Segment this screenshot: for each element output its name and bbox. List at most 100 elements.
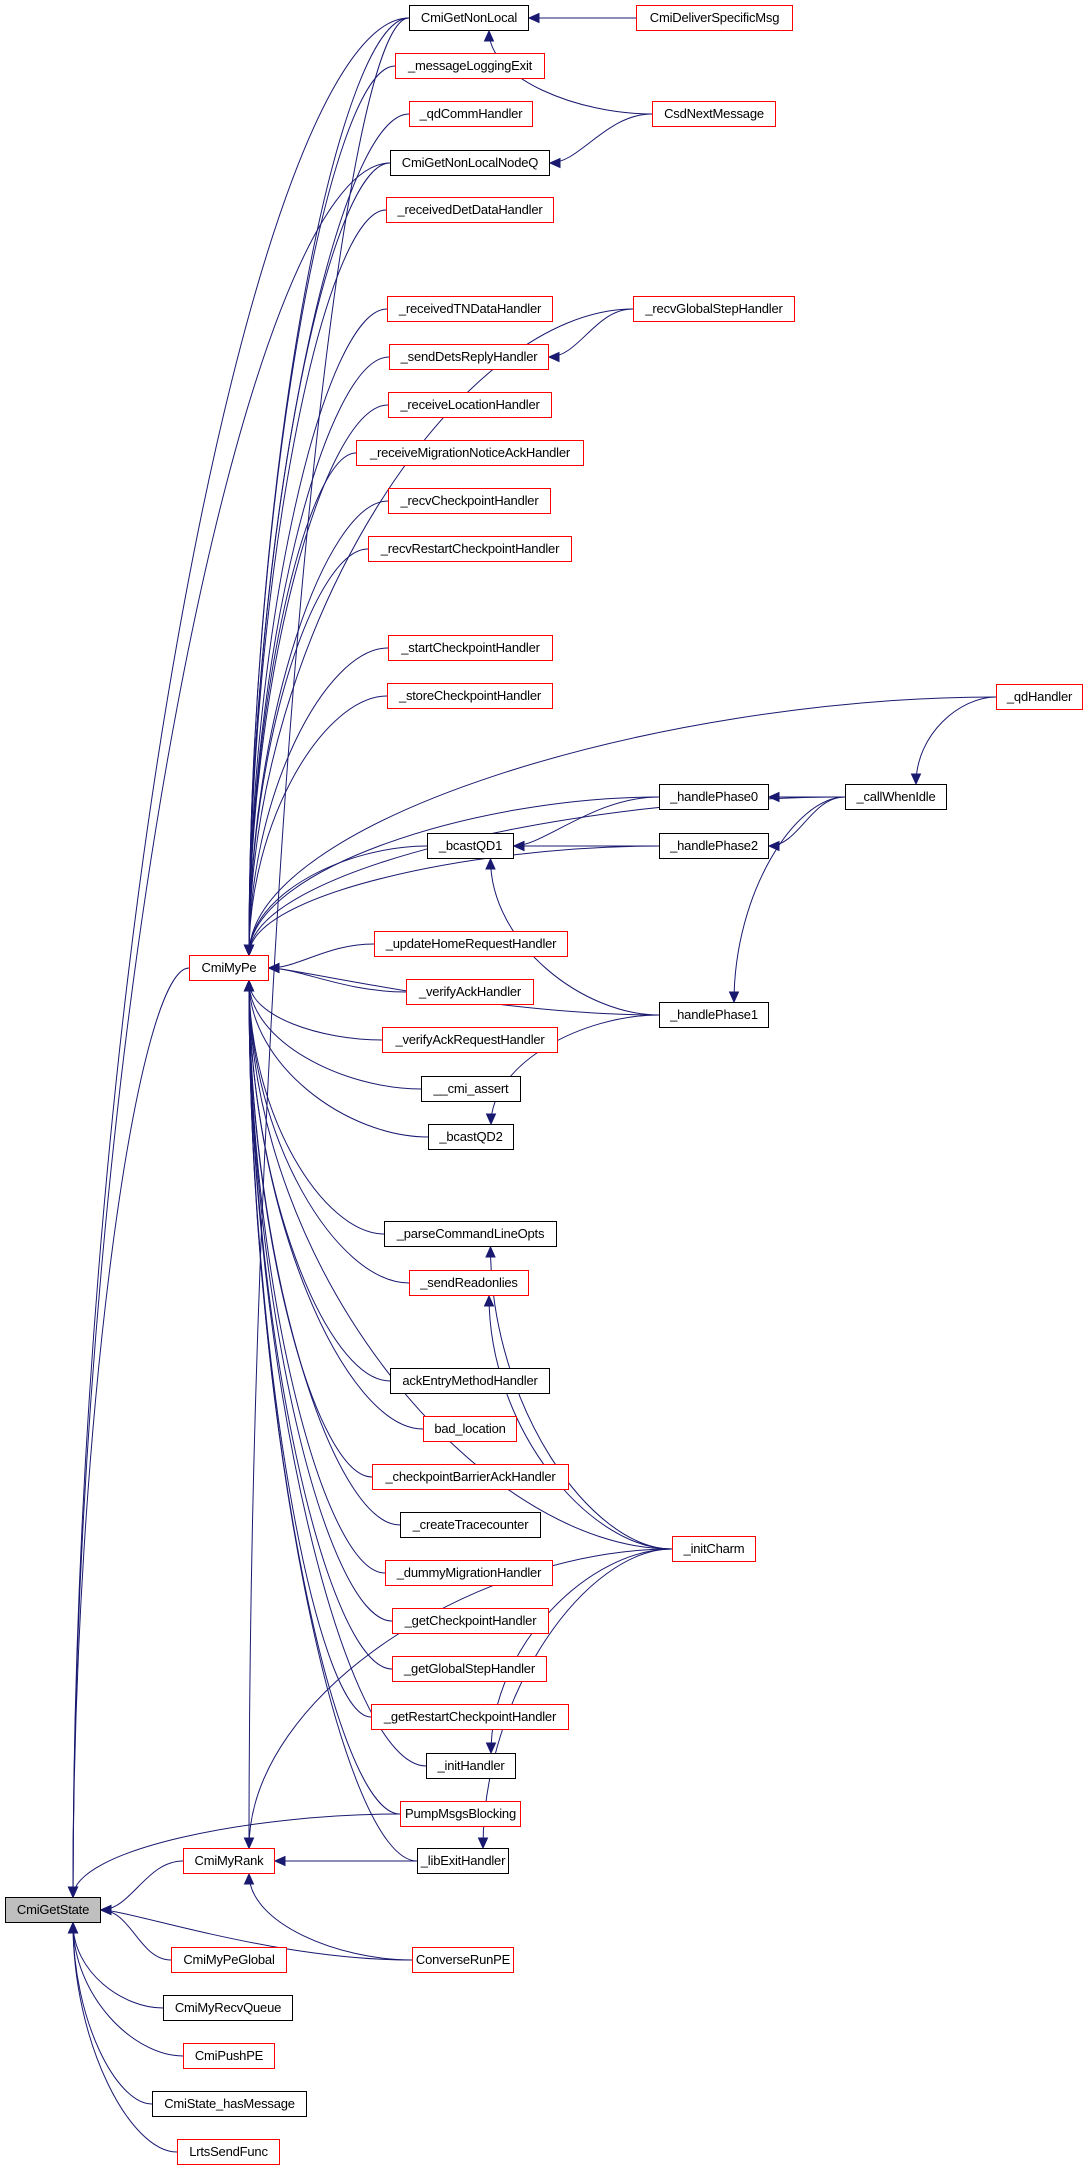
- node-receivedtndatahandler[interactable]: _receivedTNDataHandler: [387, 296, 553, 322]
- node-verifyackhandler[interactable]: _verifyAckHandler: [406, 979, 534, 1005]
- node-recvrestartcheckpointhandler[interactable]: _recvRestartCheckpointHandler: [368, 536, 572, 562]
- node-cmigetstate: CmiGetState: [5, 1897, 101, 1923]
- edge-converserunpe-to-cmimyrank: [248, 1873, 413, 1961]
- edge-csdnextmessage-to-cmigetnonlocal: [488, 30, 653, 115]
- node-getcheckpointhandler[interactable]: _getCheckpointHandler: [392, 1608, 549, 1634]
- arrowhead-icon: [547, 351, 560, 363]
- node-handlephase0[interactable]: _handlePhase0: [659, 784, 769, 810]
- edge-cmistate_hasmessage-to-cmigetstate: [72, 1922, 153, 2105]
- edge-recvrestartcheckpointhandler-to-cmimype: [248, 548, 369, 956]
- node-bcastqd2[interactable]: _bcastQD2: [428, 1124, 514, 1150]
- node-checkpointbarrierackhandler[interactable]: _checkpointBarrierAckHandler: [372, 1464, 569, 1490]
- node-cmistate-hasmessage[interactable]: CmiState_hasMessage: [152, 2091, 307, 2117]
- node-ackentrymethodhandler[interactable]: ackEntryMethodHandler: [390, 1368, 550, 1394]
- node-verifyackrequesthandler[interactable]: _verifyAckRequestHandler: [382, 1027, 558, 1053]
- arrowhead-icon: [477, 1837, 489, 1850]
- arrowhead-icon: [99, 1904, 112, 1916]
- arrowhead-icon: [910, 773, 922, 786]
- edge-cmimyrank-to-cmigetstate: [100, 1860, 184, 1911]
- node-libexithandler[interactable]: _libExitHandler: [417, 1848, 509, 1874]
- edge-initcharm-to-cmimype: [248, 980, 673, 1550]
- arrowhead-icon: [67, 1886, 79, 1899]
- edge-receivedtndatahandler-to-cmimype: [248, 308, 388, 956]
- node-messageloggingexit[interactable]: _messageLoggingExit: [395, 53, 545, 79]
- node-cmipushpe[interactable]: CmiPushPE: [183, 2043, 275, 2069]
- edge-updatehomerequesthandler-to-cmimype: [268, 943, 375, 969]
- edge-checkpointbarrierackhandler-to-cmimype: [248, 980, 373, 1478]
- edge-libexithandler-to-cmimype: [248, 980, 418, 1862]
- edge-messageloggingexit-to-cmimype: [248, 65, 396, 956]
- node-bad-location[interactable]: bad_location: [423, 1416, 517, 1442]
- edge-cmigetnonlocal-to-cmimyrank: [248, 17, 410, 1849]
- node-getglobalstephandler[interactable]: _getGlobalStepHandler: [392, 1656, 547, 1682]
- edge-pumpmsgsblocking-to-cmigetstate: [72, 1813, 401, 1898]
- edge-getcheckpointhandler-to-cmimype: [248, 980, 393, 1622]
- node-recvcheckpointhandler[interactable]: _recvCheckpointHandler: [388, 488, 551, 514]
- node-createtracecounter[interactable]: _createTracecounter: [400, 1512, 541, 1538]
- arrowhead-icon: [483, 29, 495, 42]
- edge-createtracecounter-to-cmimype: [248, 980, 401, 1526]
- arrowhead-icon: [243, 1872, 255, 1885]
- node-callwhenidle[interactable]: _callWhenIdle: [845, 784, 947, 810]
- arrowhead-icon: [243, 979, 255, 992]
- arrowhead-icon: [767, 791, 780, 803]
- node-cmi-assert[interactable]: __cmi_assert: [421, 1076, 521, 1102]
- edge-qdcommhandler-to-cmimype: [248, 113, 410, 956]
- edge-cmimypeglobal-to-cmigetstate: [100, 1909, 172, 1961]
- node-qdcommhandler[interactable]: _qdCommHandler: [409, 101, 533, 127]
- edge-initcharm-to-parsecommandlineopts: [490, 1246, 673, 1550]
- node-inithandler[interactable]: _initHandler: [426, 1753, 516, 1779]
- edge-handlephase0-to-bcastqd1: [513, 796, 660, 847]
- edge-qdhandler-to-callwhenidle: [915, 696, 997, 785]
- node-csdnextmessage[interactable]: CsdNextMessage: [652, 101, 776, 127]
- node-bcastqd1[interactable]: _bcastQD1: [427, 833, 514, 859]
- node-storecheckpointhandler[interactable]: _storeCheckpointHandler: [387, 683, 553, 709]
- node-parsecommandlineopts[interactable]: _parseCommandLineOpts: [384, 1221, 557, 1247]
- edge-callwhenidle-to-handlephase1: [733, 796, 846, 1003]
- node-cmimype[interactable]: CmiMyPe: [189, 955, 269, 981]
- arrowhead-icon: [483, 1294, 495, 1307]
- node-cmimyrank[interactable]: CmiMyRank: [183, 1848, 275, 1874]
- node-cmideliverspecificmsg[interactable]: CmiDeliverSpecificMsg: [636, 5, 793, 31]
- node-receiveddetdatahandler[interactable]: _receivedDetDataHandler: [386, 197, 554, 223]
- arrowhead-icon: [527, 12, 540, 24]
- node-lrtssendfunc[interactable]: LrtsSendFunc: [177, 2139, 280, 2165]
- arrowhead-icon: [273, 1855, 286, 1867]
- node-pumpmsgsblocking[interactable]: PumpMsgsBlocking: [400, 1801, 521, 1827]
- edge-bcastqd2-to-cmimype: [248, 980, 429, 1138]
- edge-callwhenidle-to-handlephase2: [768, 796, 846, 847]
- node-receivemigrationnoticeackhandler[interactable]: _receiveMigrationNoticeAckHandler: [356, 440, 584, 466]
- node-cmimyrecvqueue[interactable]: CmiMyRecvQueue: [163, 1995, 293, 2021]
- edge-cmigetnonlocal-to-cmimype: [248, 17, 410, 956]
- edge-receivemigrationnoticeackhandler-to-cmimype: [248, 452, 357, 956]
- node-qdhandler[interactable]: _qdHandler: [996, 684, 1083, 710]
- edge-lrtssendfunc-to-cmigetstate: [72, 1922, 178, 2153]
- node-dummymigrationhandler[interactable]: _dummyMigrationHandler: [385, 1560, 553, 1586]
- node-senddetsreplyhandler[interactable]: _sendDetsReplyHandler: [389, 344, 549, 370]
- edge-bcastqd1-to-cmimype: [248, 845, 428, 956]
- node-recvglobalstephandler[interactable]: _recvGlobalStepHandler: [633, 296, 795, 322]
- edge-dummymigrationhandler-to-cmimype: [248, 980, 386, 1574]
- node-cmigetnonlocal[interactable]: CmiGetNonLocal: [409, 5, 529, 31]
- node-converserunpe[interactable]: ConverseRunPE: [412, 1947, 514, 1973]
- node-sendreadonlies[interactable]: _sendReadonlies: [409, 1270, 529, 1296]
- node-receivelocationhandler[interactable]: _receiveLocationHandler: [388, 392, 552, 418]
- node-cmimypeglobal[interactable]: CmiMyPeGlobal: [171, 1947, 287, 1973]
- node-initcharm[interactable]: _initCharm: [672, 1536, 756, 1562]
- node-getrestartcheckpointhandler[interactable]: _getRestartCheckpointHandler: [371, 1704, 569, 1730]
- node-handlephase2[interactable]: _handlePhase2: [659, 833, 769, 859]
- node-startcheckpointhandler[interactable]: _startCheckpointHandler: [388, 635, 553, 661]
- node-handlephase1[interactable]: _handlePhase1: [659, 1002, 769, 1028]
- node-cmigetnonlocalnodeq[interactable]: CmiGetNonLocalNodeQ: [390, 150, 550, 176]
- edge-cmigetnonlocalnodeq-to-cmigetstate: [72, 162, 391, 1898]
- edge-cmigetnonlocal-to-cmigetstate: [72, 17, 410, 1898]
- arrowhead-icon: [243, 1837, 255, 1850]
- arrowhead-icon: [767, 840, 780, 852]
- edge-storecheckpointhandler-to-cmimype: [248, 695, 388, 956]
- arrowhead-icon: [728, 991, 740, 1004]
- edge-recvglobalstephandler-to-senddetsreplyhandler: [548, 308, 634, 358]
- edge-cmi_assert-to-cmimype: [248, 980, 422, 1090]
- node-updatehomerequesthandler[interactable]: _updateHomeRequestHandler: [374, 931, 568, 957]
